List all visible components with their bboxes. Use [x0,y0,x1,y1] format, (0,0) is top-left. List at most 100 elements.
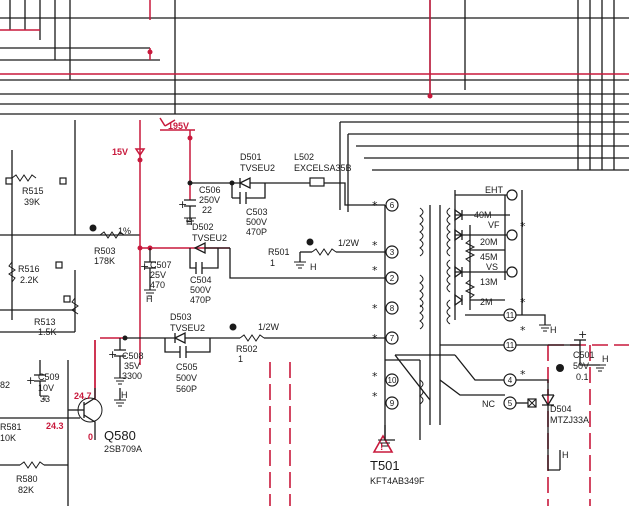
r581-ref: R581 [0,422,22,432]
pin-9-label: 9 [390,399,395,408]
c505-rating: 500V [176,373,197,383]
pin-7-label: 7 [390,334,395,343]
c509-ref: C509 [38,372,60,382]
d504-ref: D504 [550,404,572,414]
c506-ground-label: H [186,217,193,227]
c501-d504-section: + H C501 50V 0.1 D504 MTZJ33A H [516,328,609,471]
d503-ref: D503 [170,312,192,322]
pin-nc-label: NC [482,399,495,409]
c507-rating: 25V [150,270,166,280]
q580-ref: Q580 [104,428,136,443]
r516-resistor: R516 2.2K [8,261,63,285]
r501-resistor: R501 1 1/2W H [268,238,385,272]
tap-20m: 20M [480,237,498,247]
tap-40m: 40M [474,210,492,220]
q580-base-voltage: 24.7 [74,391,92,401]
r502-rating: 1/2W [258,322,280,332]
d504-part: MTZJ33A [550,415,589,425]
c501-value: 0.1 [576,372,589,382]
svg-text:*: * [372,390,378,403]
d501-section: D501 TVSEU2 L502 EXCELSA35B + C506 250V … [178,152,385,237]
t501-transformer: EHT 40M VF 20M 45M VS 13M 2M [384,185,523,440]
warning-triangle-icon [372,434,394,453]
c507-ref: C507 [150,260,172,270]
tap-45m: 45M [480,252,498,262]
c501-rating: 50V [573,361,589,371]
c504-ref: C504 [190,275,212,285]
d502-part: TVSEU2 [192,233,227,243]
rail-15v-label: 15V [112,147,128,157]
c504-rating: 500V [190,285,211,295]
d502-ref: D502 [192,222,214,232]
l502-part: EXCELSA35B [294,163,352,173]
d501-ref: D501 [240,152,262,162]
c503-rating: 500V [246,217,267,227]
c501-ground-label: H [602,354,609,364]
c503-value: 470P [246,227,267,237]
r501-rating: 1/2W [338,238,360,248]
svg-text:*: * [372,199,378,212]
r580-ref: R580 [16,474,38,484]
tap-13m: 13M [480,277,498,287]
r515-ref: R515 [22,186,44,196]
pin-3-label: 3 [390,248,395,257]
svg-text:+: + [26,374,35,387]
t501-right-pins: 11 11 4 5 NC * * * * H [482,189,557,410]
q580-section: + C509 10V 33 82 24.7 24.3 0 Q580 2SB709… [0,340,142,495]
pin-11b-label: 11 [506,341,515,350]
c501-ref: C501 [573,350,595,360]
r503-value: 178K [94,256,115,266]
svg-text:*: * [372,239,378,252]
r503-ref: R503 [94,246,116,256]
r582-ref: 82 [0,380,10,390]
q580-collector-voltage: 0 [88,432,93,442]
svg-text:*: * [520,368,526,381]
r516-value: 2.2K [20,275,39,285]
pin-5-label: 5 [508,399,513,408]
d503-part: TVSEU2 [170,323,205,333]
rail-195v-label: 195V [168,121,189,131]
t501-label-group: ! T501 KFT4AB349F [370,434,425,486]
r515-value: 39K [24,197,40,207]
svg-text:*: * [372,332,378,345]
t501-part: KFT4AB349F [370,476,425,486]
c505-value: 560P [176,384,197,394]
r501-ground-label: H [310,262,317,272]
c506-rating: 250V [199,195,220,205]
r501-ref: R501 [268,247,290,257]
c503-ref: C503 [246,207,268,217]
c506-ref: C506 [199,185,221,195]
d501-part: TVSEU2 [240,163,275,173]
l502-ref: L502 [294,152,314,162]
svg-text:*: * [520,220,526,233]
r501-value: 1 [270,258,275,268]
c504-value: 470P [190,295,211,305]
q580-emitter-voltage: 24.3 [46,421,64,431]
pin-6-label: 6 [390,201,395,210]
c507-ground-label: H [146,294,153,304]
pin-11a-label: 11 [506,311,515,320]
r502-ref: R502 [236,344,258,354]
r515-resistor: R515 39K [5,174,67,207]
c505-ref: C505 [176,362,198,372]
tap-eht: EHT [485,185,504,195]
c508-ref: C508 [122,351,144,361]
r513-value: 1.5K [38,327,57,337]
q580-part: 2SB709A [104,444,142,454]
c506-value: 22 [202,205,212,215]
svg-text:*: * [520,324,526,337]
t501-left-pins: 6 3 2 8 7 10 9 * * * * * * * [372,198,399,410]
d503-section: + D503 TVSEU2 C508 35V 3300 C505 500V 56… [108,312,385,394]
pin-8-label: 8 [390,304,395,313]
c509-rating: 10V [38,383,54,393]
misc-grounds: H H H [121,217,395,447]
r502-value: 1 [238,354,243,364]
r513-resistor: R513 1.5K [34,295,79,337]
r580-value: 82K [18,485,34,495]
tap-2m: 2M [480,297,493,307]
r581-value: 10K [0,433,16,443]
pin11-ground-label: H [550,325,557,335]
svg-text:+: + [178,198,187,211]
svg-text:*: * [520,296,526,309]
c508-ground-label: H [121,390,128,400]
